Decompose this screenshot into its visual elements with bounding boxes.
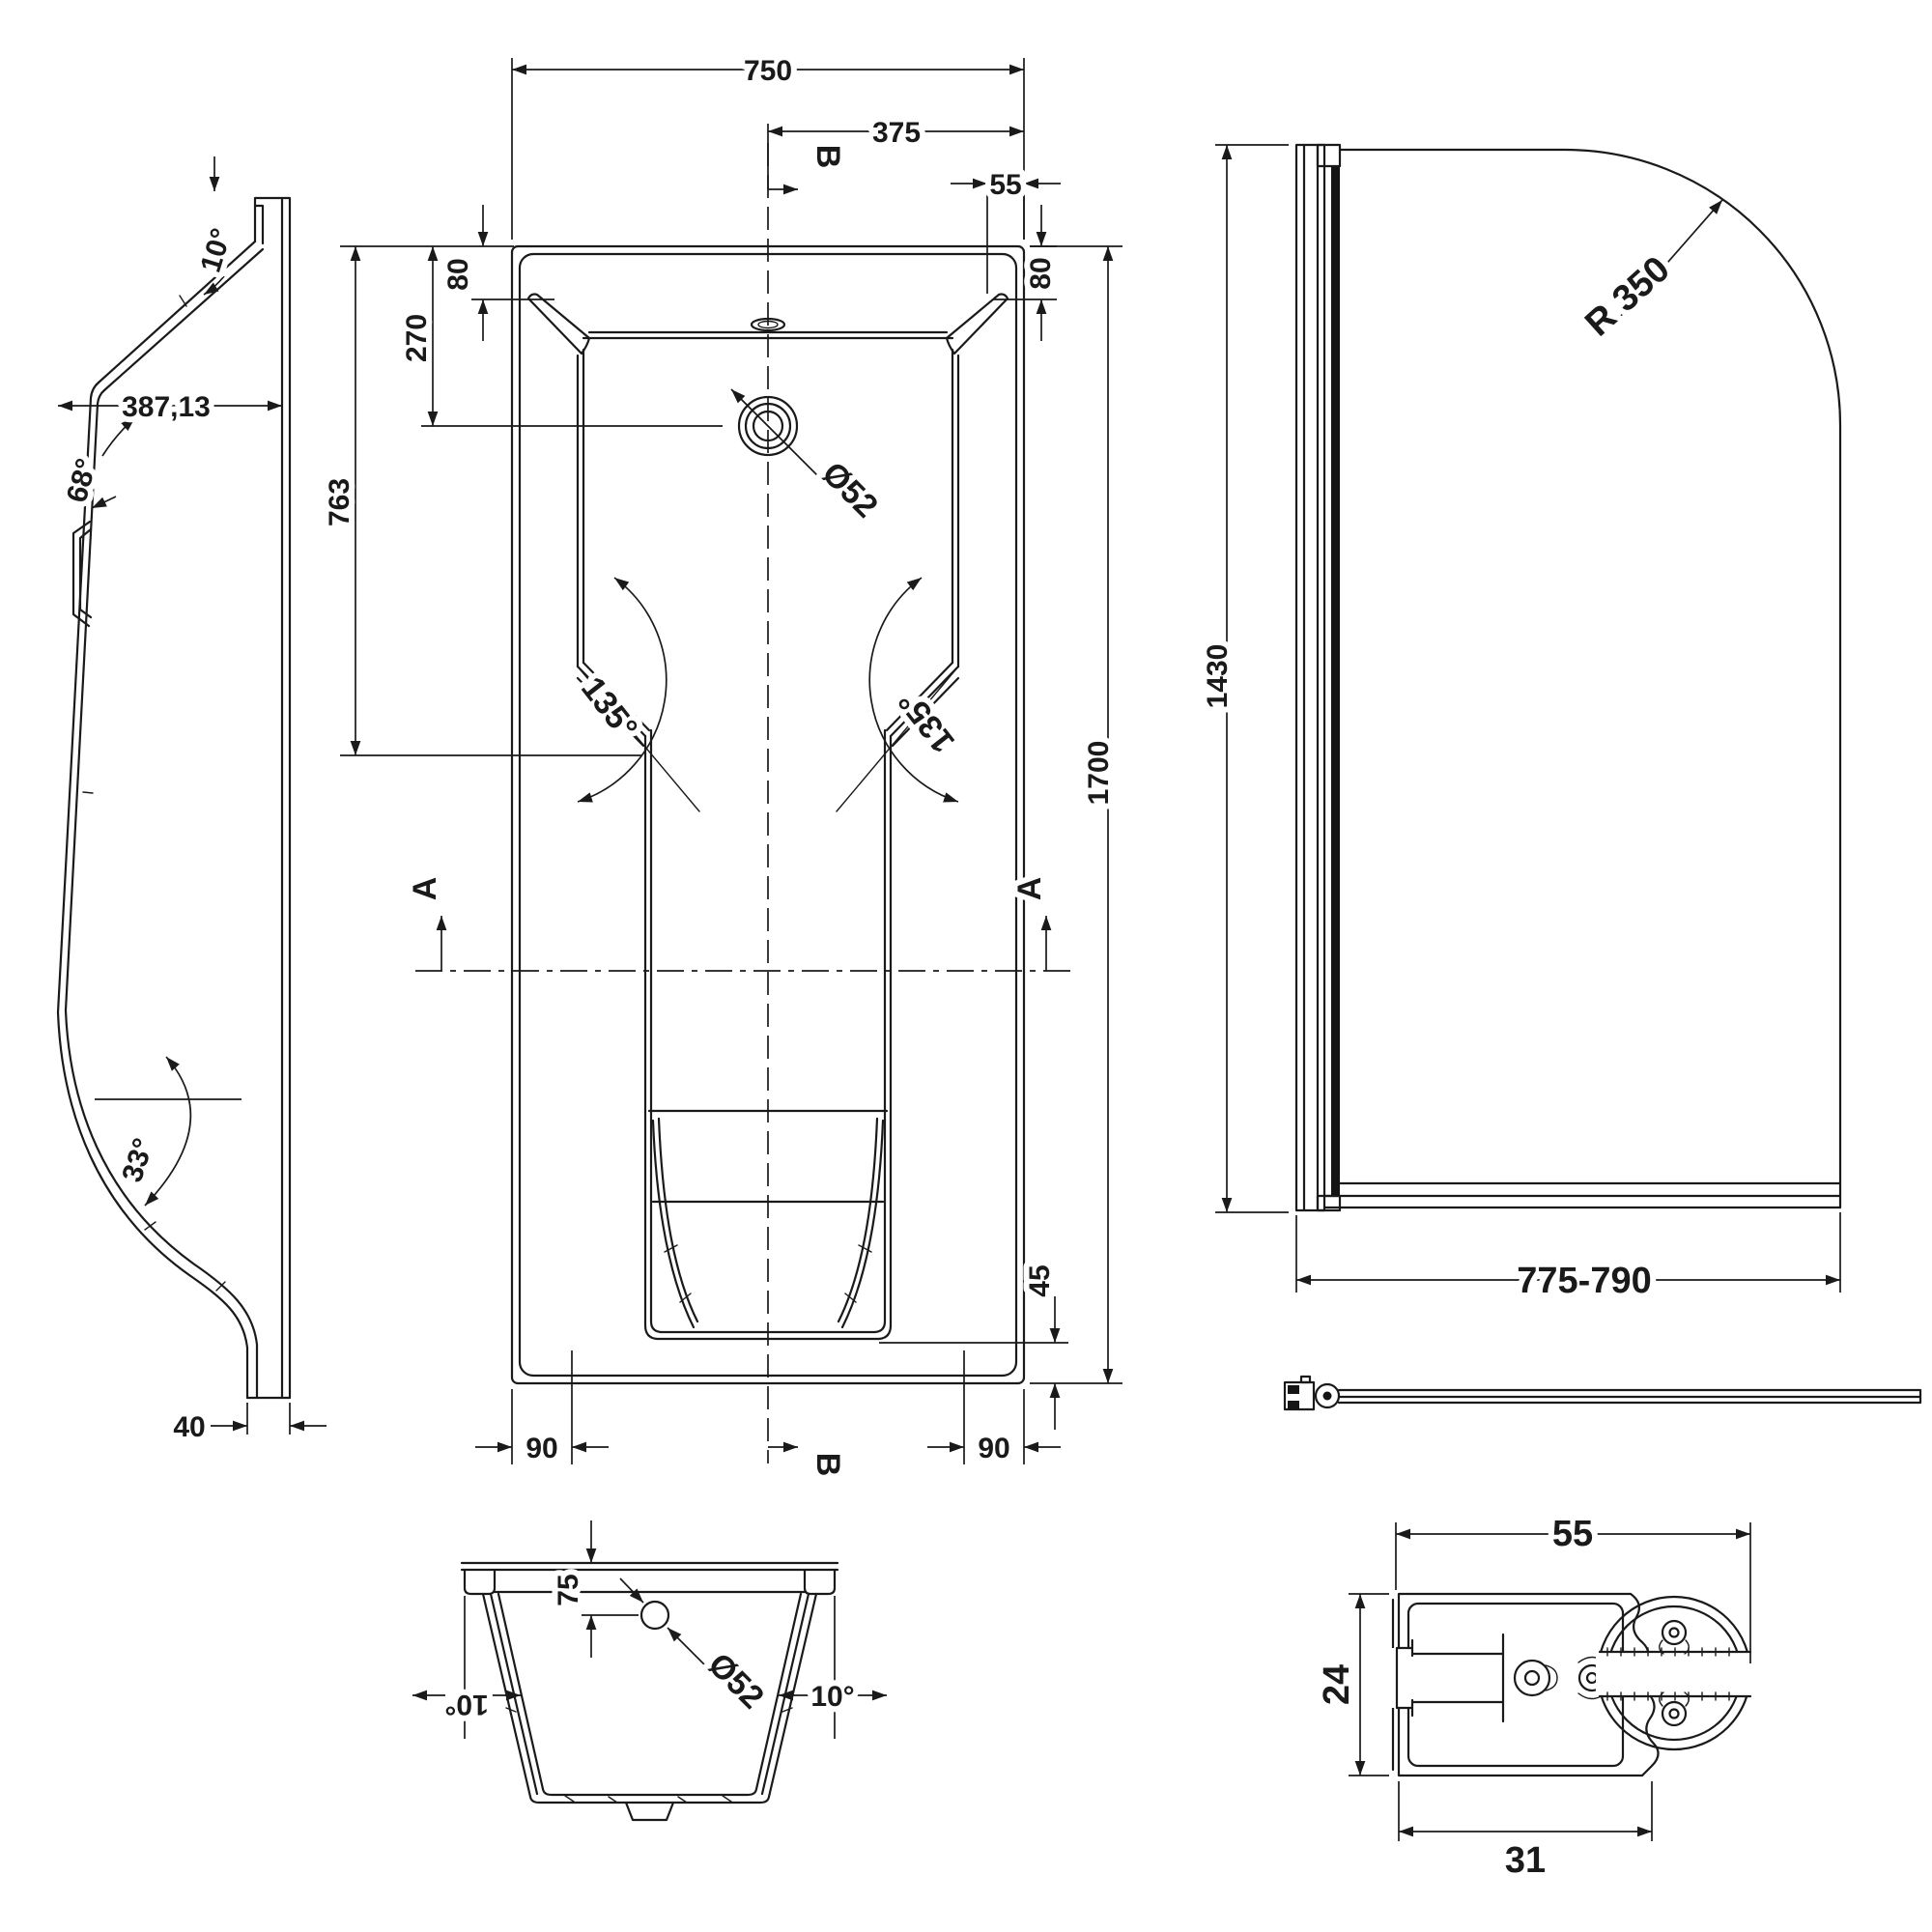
profile-detail-view: 55 24 31 <box>1311 1508 1754 1887</box>
screen-hinge-notch <box>1316 143 1342 168</box>
dim-section-overflow-depth: 75 <box>553 1574 584 1605</box>
screen-glass-edge <box>1331 166 1340 1195</box>
dim-screen-corner-radius: R 350 <box>1577 249 1677 345</box>
dim-plan-foot-inset-right: 90 <box>978 1433 1009 1464</box>
dim-plan-foot-inset-left: 90 <box>526 1433 557 1464</box>
dim-screen-width-range: 775-790 <box>1517 1261 1651 1301</box>
dim-screen-height: 1430 <box>1202 644 1234 709</box>
drain-hole <box>730 388 818 476</box>
label-section-b-top: B <box>810 145 846 169</box>
label-section-b-bottom: B <box>810 1453 846 1477</box>
section-dimensions <box>412 1520 887 1739</box>
dim-plan-shoulder-offset: 763 <box>324 478 355 526</box>
profile-dimensions <box>1349 1522 1751 1841</box>
side-view-outline <box>56 196 292 1400</box>
side-view-dimensions <box>58 156 327 1435</box>
dim-section-draft-right: 10° <box>810 1681 854 1713</box>
plan-view: 750 375 55 80 80 270 763 1700 Ø52 135° 1… <box>318 49 1122 1482</box>
profile-channel <box>1391 1592 1660 1777</box>
label-section-a-left: A <box>407 877 443 901</box>
label-section-a-right: A <box>1011 877 1048 901</box>
dim-plan-corner-angle-right: 135° <box>892 683 962 759</box>
dim-plan-width-overall: 750 <box>744 55 792 87</box>
dim-plan-ledge-bottom: 45 <box>1024 1264 1056 1296</box>
dim-plan-width-half: 375 <box>872 117 921 149</box>
dim-plan-drain-offset: 270 <box>401 314 433 362</box>
dim-plan-drain-diameter: Ø52 <box>815 455 885 525</box>
dim-profile-width: 55 <box>1552 1514 1593 1554</box>
dim-plan-rim-right: 55 <box>989 169 1021 201</box>
dim-side-back-angle: 68° <box>61 455 103 505</box>
overflow-hole-section <box>639 1600 670 1631</box>
screen-front-view: 1430 R 350 775-790 <box>1196 143 1842 1307</box>
dim-plan-rim-top-right: 80 <box>1025 257 1057 289</box>
dim-plan-rim-top-left: 80 <box>442 258 474 290</box>
dim-side-depth: 387,13 <box>122 391 211 423</box>
dim-profile-height: 24 <box>1317 1664 1357 1705</box>
dim-plan-length-overall: 1700 <box>1083 741 1115 806</box>
dim-side-foot-width: 40 <box>173 1411 205 1443</box>
plan-view-dimensions <box>340 58 1122 1464</box>
screen-glass-panel <box>1316 148 1842 1212</box>
dim-profile-slot-width: 31 <box>1505 1840 1546 1881</box>
profile-round-post <box>1596 1595 1754 1751</box>
section-outline <box>460 1561 839 1822</box>
section-lines <box>415 143 1070 1463</box>
side-view: 10° 387,13 68° 33° 40 <box>55 156 327 1449</box>
dim-section-overflow-diameter: Ø52 <box>701 1646 771 1716</box>
screen-dimensions <box>1215 144 1841 1293</box>
section-view: 75 Ø52 10° 10° <box>412 1520 887 1822</box>
screen-wall-profile <box>1294 143 1326 1212</box>
screen-top-view <box>1283 1375 1922 1411</box>
dim-side-bottom-angle: 33° <box>116 1134 159 1185</box>
dim-section-draft-left: 10° <box>444 1689 488 1720</box>
dim-side-top-angle: 10° <box>195 225 239 276</box>
